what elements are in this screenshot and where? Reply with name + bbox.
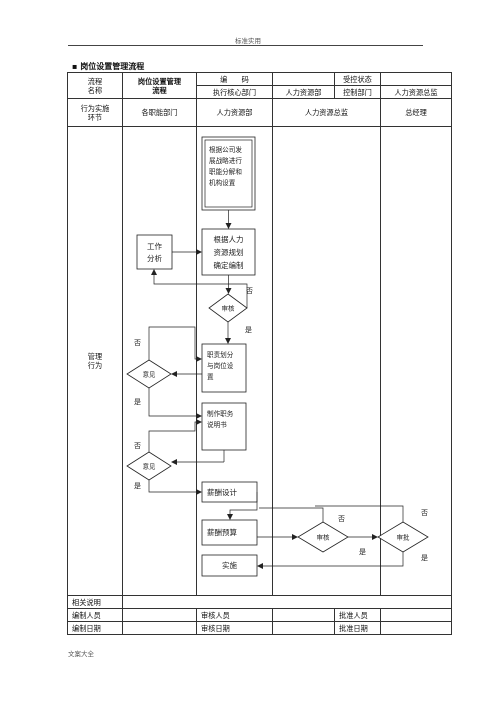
page-header: 标准实用 [235, 37, 261, 45]
headcount-line-3: 确定编制 [214, 260, 244, 270]
salary-budget-label: 薪酬预算 [207, 527, 237, 537]
step-job-description-box: 制作职务 说明书 [201, 402, 247, 451]
decision-opinion-2-label: 意见 [143, 462, 156, 471]
process-table: 流程名称 岗位设置管理流程 编 码 受控状态 执行核心部门 人力资源部 控制部门… [67, 72, 452, 635]
implement-label: 实施 [222, 560, 237, 570]
decision-audit-2-label: 审核 [317, 533, 330, 542]
decision-opinion-2: 意见 [126, 451, 172, 481]
step-strategy-line-2: 展战略进行 [209, 156, 242, 165]
headcount-line-1: 根据人力 [214, 234, 244, 244]
opinion-1-no-label: 否 [134, 339, 141, 347]
lane-header-gm: 总经理 [380, 98, 452, 127]
decision-audit-2: 审核 [297, 521, 349, 553]
duty-division-line-3: 置 [207, 373, 214, 381]
opinion-2-yes-label: 是 [134, 482, 141, 490]
lane-hr-director [272, 126, 381, 596]
decision-opinion-1-label: 意见 [143, 370, 156, 379]
decision-approve: 审批 [377, 521, 429, 553]
approve-date-value [380, 621, 452, 635]
review-date-label: 审核日期 [196, 621, 273, 635]
decision-approve-label: 审批 [397, 533, 410, 542]
section-label: 管理行为 [67, 126, 123, 596]
lane-header-hr-director: 人力资源总监 [272, 98, 381, 127]
step-duty-division-box: 职责划分 与岗位设 置 [201, 343, 247, 393]
audit-1-yes-label: 是 [245, 326, 252, 334]
approve-yes-label: 是 [421, 554, 428, 562]
headcount-line-2: 资源规划 [214, 247, 244, 257]
step-strategy-line-1: 根据公司发 [209, 145, 242, 154]
opinion-2-no-label: 否 [134, 442, 141, 450]
decision-audit-1-label: 审核 [222, 304, 235, 313]
audit-2-yes-label: 是 [359, 548, 366, 556]
job-analysis-line-1: 工作 [147, 241, 162, 251]
step-headcount-box: 根据人力 资源规划 确定编制 [201, 228, 256, 276]
approve-no-label: 否 [421, 509, 428, 517]
lane-header-functional: 各职能部门 [122, 98, 197, 127]
step-strategy-line-4: 机构设置 [209, 178, 236, 187]
step-job-analysis-box: 工作 分析 [136, 234, 173, 270]
document-title: ▪ 岗位设置管理流程 [72, 62, 145, 71]
opinion-1-yes-label: 是 [134, 398, 141, 406]
decision-opinion-1: 意见 [126, 359, 172, 389]
flow-connectors [148, 210, 404, 569]
approve-date-label: 批准日期 [334, 621, 381, 635]
step-salary-budget-box: 薪酬预算 [201, 519, 258, 546]
decision-audit-1: 审核 [208, 293, 248, 323]
duty-division-line-1: 职责划分 [207, 350, 234, 359]
lane-gm [380, 126, 452, 596]
job-description-line-1: 制作职务 [207, 409, 234, 418]
job-description-line-2: 说明书 [207, 420, 227, 429]
duty-division-line-2: 与岗位设 [207, 361, 234, 370]
flow-name-value: 岗位设置管理流程 [122, 72, 197, 99]
page-footer: 文案大全 [68, 650, 94, 658]
salary-design-label: 薪酬设计 [207, 487, 237, 497]
audit-1-no-label: 否 [246, 287, 253, 295]
audit-2-no-label: 否 [338, 515, 345, 523]
lane-functional [122, 126, 197, 596]
step-salary-design-box: 薪酬设计 [201, 481, 258, 503]
step-strategy-line-3: 职能分解和 [209, 167, 242, 176]
job-analysis-line-2: 分析 [147, 253, 162, 263]
header-rule [68, 45, 423, 46]
step-strategy-box: 根据公司发 展战略进行 职能分解和 机构设置 [201, 136, 256, 211]
step-implement-box: 实施 [201, 554, 258, 577]
document-title-text: 岗位设置管理流程 [80, 62, 145, 71]
